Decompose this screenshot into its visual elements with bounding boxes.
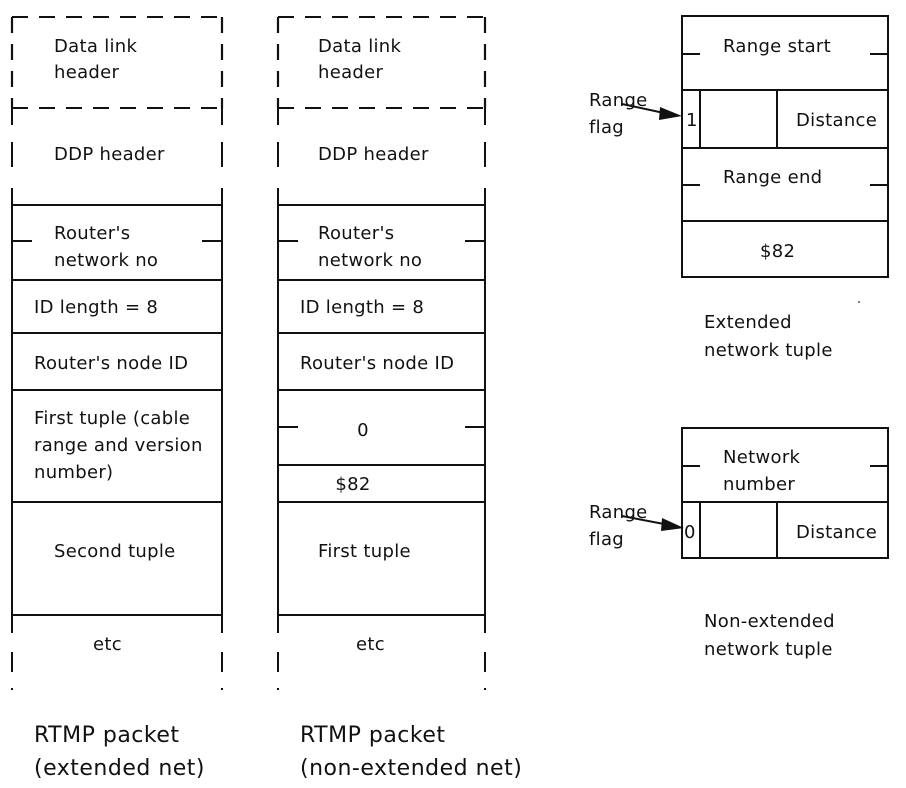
- field-label: Data link: [54, 36, 138, 57]
- field-label: ID length = 8: [34, 297, 158, 318]
- pointer-arrow-shaft: [621, 515, 665, 525]
- extended-packet: Data link header DDP header Router's net…: [10, 16, 224, 781]
- tuple-caption: network tuple: [704, 340, 833, 361]
- nonextended-tuple-box: [681, 427, 889, 559]
- range-end-label: Range end: [723, 167, 822, 188]
- network-number-label: number: [723, 474, 795, 495]
- distance-label: Distance: [796, 110, 877, 131]
- field-label: Router's: [318, 223, 394, 244]
- field-label: Router's: [54, 223, 130, 244]
- range-flag-bit: 0: [684, 522, 696, 543]
- extended-network-tuple: Range start 1 Distance Range end $82 Ran…: [589, 15, 889, 361]
- nonextended-packet-body: [277, 204, 486, 616]
- range-flag-label: flag: [589, 529, 624, 550]
- packet-caption: RTMP packet: [34, 723, 180, 748]
- tuple-caption: network tuple: [704, 639, 833, 660]
- field-label: Router's node ID: [300, 353, 454, 374]
- packet-caption: (extended net): [34, 756, 205, 781]
- tuple-caption: Non-extended: [704, 611, 835, 632]
- field-label: $82: [335, 474, 370, 495]
- field-label: First tuple (cable: [34, 408, 190, 429]
- field-label: range and version: [34, 435, 203, 456]
- field-label: Router's node ID: [34, 353, 188, 374]
- field-label: Second tuple: [54, 541, 176, 562]
- field-label: First tuple: [318, 541, 411, 562]
- packet-caption: (non-extended net): [300, 756, 522, 781]
- field-label: DDP header: [54, 144, 165, 165]
- field-label: etc: [356, 634, 385, 655]
- distance-label: Distance: [796, 522, 877, 543]
- field-label: ID length = 8: [300, 297, 424, 318]
- extended-packet-body: [11, 204, 223, 616]
- field-label: header: [54, 62, 120, 83]
- version-label: $82: [760, 241, 795, 262]
- field-label: number): [34, 462, 113, 483]
- network-number-label: Network: [723, 447, 801, 468]
- packet-caption: RTMP packet: [300, 723, 446, 748]
- range-start-label: Range start: [723, 36, 831, 57]
- range-flag-bit: 1: [686, 110, 698, 131]
- pointer-arrow-shaft: [621, 103, 665, 114]
- field-label: DDP header: [318, 144, 429, 165]
- pointer-arrow-head: [661, 518, 684, 531]
- extended-tuple-box: [681, 15, 889, 278]
- field-label: network no: [54, 250, 158, 271]
- speck: [858, 301, 860, 303]
- pointer-arrow-head: [659, 107, 682, 120]
- nonextended-network-tuple: Network number 0 Distance Range flag Non…: [589, 427, 889, 660]
- tuple-caption: Extended: [704, 312, 792, 333]
- nonextended-packet: Data link header DDP header Router's net…: [276, 16, 522, 781]
- field-label: Data link: [318, 36, 402, 57]
- field-label: header: [318, 62, 384, 83]
- field-label: network no: [318, 250, 422, 271]
- range-flag-label: flag: [589, 117, 624, 138]
- field-label: etc: [93, 634, 122, 655]
- field-label: 0: [357, 420, 369, 441]
